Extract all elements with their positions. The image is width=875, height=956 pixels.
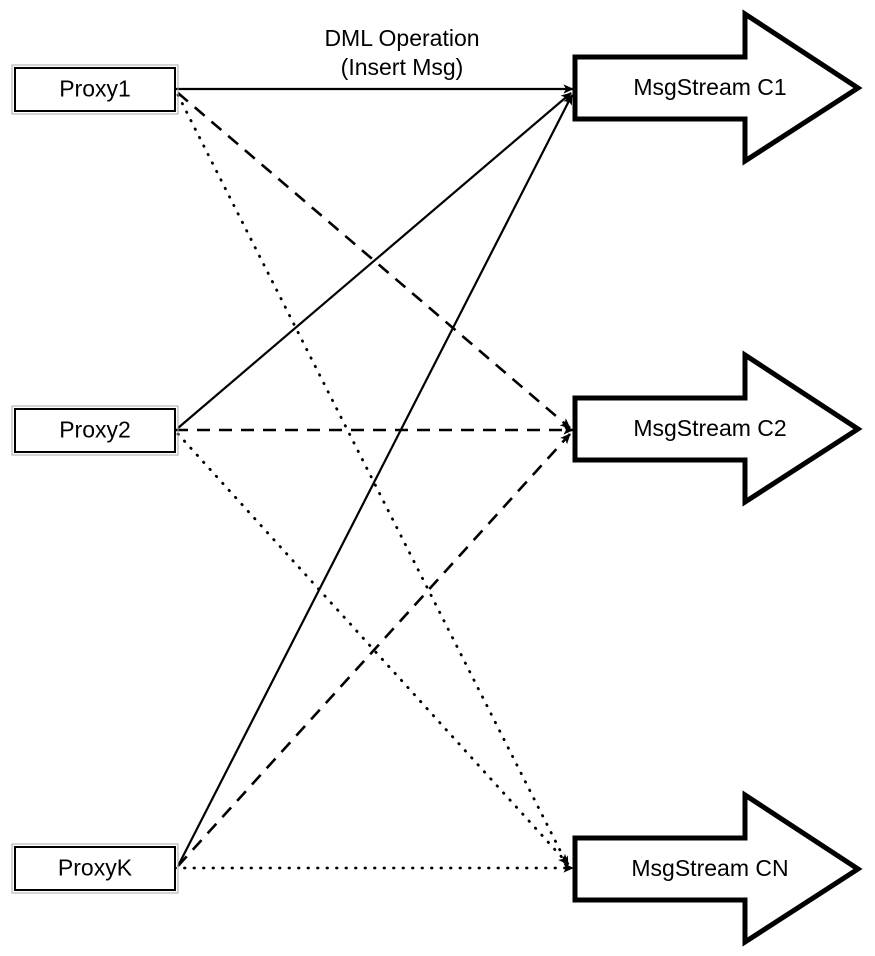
connection-pk-c1: [177, 94, 573, 867]
edge-caption: DML Operation (Insert Msg): [324, 25, 479, 80]
msgstream-label: MsgStream C2: [633, 415, 786, 441]
msgstream-node-stream_c2[interactable]: MsgStream C2: [572, 350, 863, 507]
connection-p2-cn: [176, 432, 570, 866]
proxy-label: ProxyK: [58, 855, 133, 881]
msgstream-node-stream_c1[interactable]: MsgStream C1: [572, 9, 863, 166]
msgstream-nodes-layer: MsgStream C1 MsgStream C2 MsgStream CN: [572, 9, 863, 947]
connection-pk-c2: [177, 433, 571, 867]
edge-caption-line-1: DML Operation: [324, 25, 479, 51]
proxy-box-outline: [11, 843, 179, 894]
proxy-node-proxy1[interactable]: Proxy1: [11, 64, 179, 115]
proxy-box-rect[interactable]: [14, 67, 176, 112]
proxy-label: Proxy1: [59, 76, 131, 102]
proxy-node-proxy2[interactable]: Proxy2: [11, 405, 179, 456]
msgstream-arrow-shape[interactable]: [572, 790, 863, 947]
proxy-box-outline: [11, 405, 179, 456]
connection-p1-c2: [177, 92, 571, 429]
proxy-box-outline: [11, 64, 179, 115]
proxy-box-rect[interactable]: [14, 408, 176, 453]
msgstream-label: MsgStream CN: [631, 855, 788, 881]
connection-edges-layer: [173, 84, 575, 873]
edge-caption-line-2: (Insert Msg): [341, 54, 464, 80]
proxy-node-proxyK[interactable]: ProxyK: [11, 843, 179, 894]
proxy-box-rect[interactable]: [14, 846, 176, 891]
connection-p1-cn: [176, 93, 570, 868]
msgstream-arrow-shape[interactable]: [572, 350, 863, 507]
msgstream-label: MsgStream C1: [633, 74, 786, 100]
connection-p2-c1: [177, 92, 572, 429]
msgstream-arrow-shape[interactable]: [572, 9, 863, 166]
proxy-label: Proxy2: [59, 417, 131, 443]
msgstream-node-stream_cn[interactable]: MsgStream CN: [572, 790, 863, 947]
